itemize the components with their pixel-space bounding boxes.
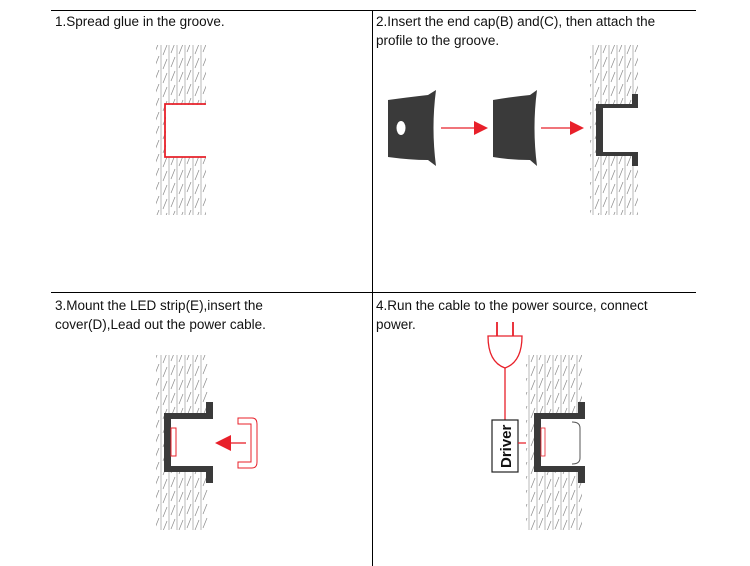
step-3-caption: 3.Mount the LED strip(E),insert the cove…: [55, 296, 266, 334]
led-strip-icon: [540, 427, 546, 457]
step-2-arrow-2: [541, 121, 584, 135]
driver-box-icon: [491, 419, 519, 473]
grid-center-line: [372, 10, 373, 566]
step-3-arrow: [215, 435, 246, 451]
step-3-caption-line-2: cover(D),Lead out the power cable.: [55, 317, 266, 332]
profile-icon: [534, 402, 585, 483]
step-2-end-cap-b: [388, 90, 436, 166]
step-2-end-cap-c: [493, 90, 537, 166]
cover-icon: [237, 417, 258, 469]
step-2-arrow-1: [441, 121, 488, 135]
step-3-wall: [156, 355, 213, 530]
groove-cutout: [166, 105, 206, 157]
step-1-caption: 1.Spread glue in the groove.: [55, 12, 225, 31]
arrow-icon: [215, 435, 231, 451]
step-4-plug: [487, 322, 523, 420]
plug-icon: [487, 335, 523, 369]
end-cap-hole: [396, 121, 406, 135]
step-4-wall: [526, 355, 585, 530]
step-2-caption: 2.Insert the end cap(B) and(C), then att…: [376, 12, 655, 50]
arrow-icon: [474, 121, 488, 135]
groove-cutout: [598, 106, 638, 154]
step-2-wall: [590, 45, 638, 215]
step-4-driver: Driver: [491, 419, 540, 473]
grid-top-line: [51, 10, 696, 11]
step-4-caption: 4.Run the cable to the power source, con…: [376, 296, 648, 334]
groove-cutout: [540, 416, 582, 468]
step-4-caption-line-1: 4.Run the cable to the power source, con…: [376, 298, 648, 313]
end-cap-b-icon: [388, 90, 436, 166]
step-3-cover: [237, 417, 258, 469]
step-1-caption-line-1: 1.Spread glue in the groove.: [55, 14, 225, 29]
step-4-caption-line-2: power.: [376, 317, 416, 332]
step-1-wall: [156, 45, 206, 215]
led-strip-icon: [170, 427, 177, 457]
glue-line: [164, 103, 206, 158]
profile-icon: [596, 94, 638, 166]
step-2-caption-line-1: 2.Insert the end cap(B) and(C), then att…: [376, 14, 656, 29]
step-3-caption-line-1: 3.Mount the LED strip(E),insert the: [55, 298, 263, 313]
end-cap-c-icon: [493, 90, 537, 166]
driver-label: Driver: [498, 424, 515, 468]
step-2-caption-line-2: profile to the groove.: [376, 33, 500, 48]
grid-middle-line: [51, 292, 696, 293]
cover-icon: [571, 421, 581, 465]
arrow-icon: [570, 121, 584, 135]
profile-icon: [164, 402, 213, 483]
